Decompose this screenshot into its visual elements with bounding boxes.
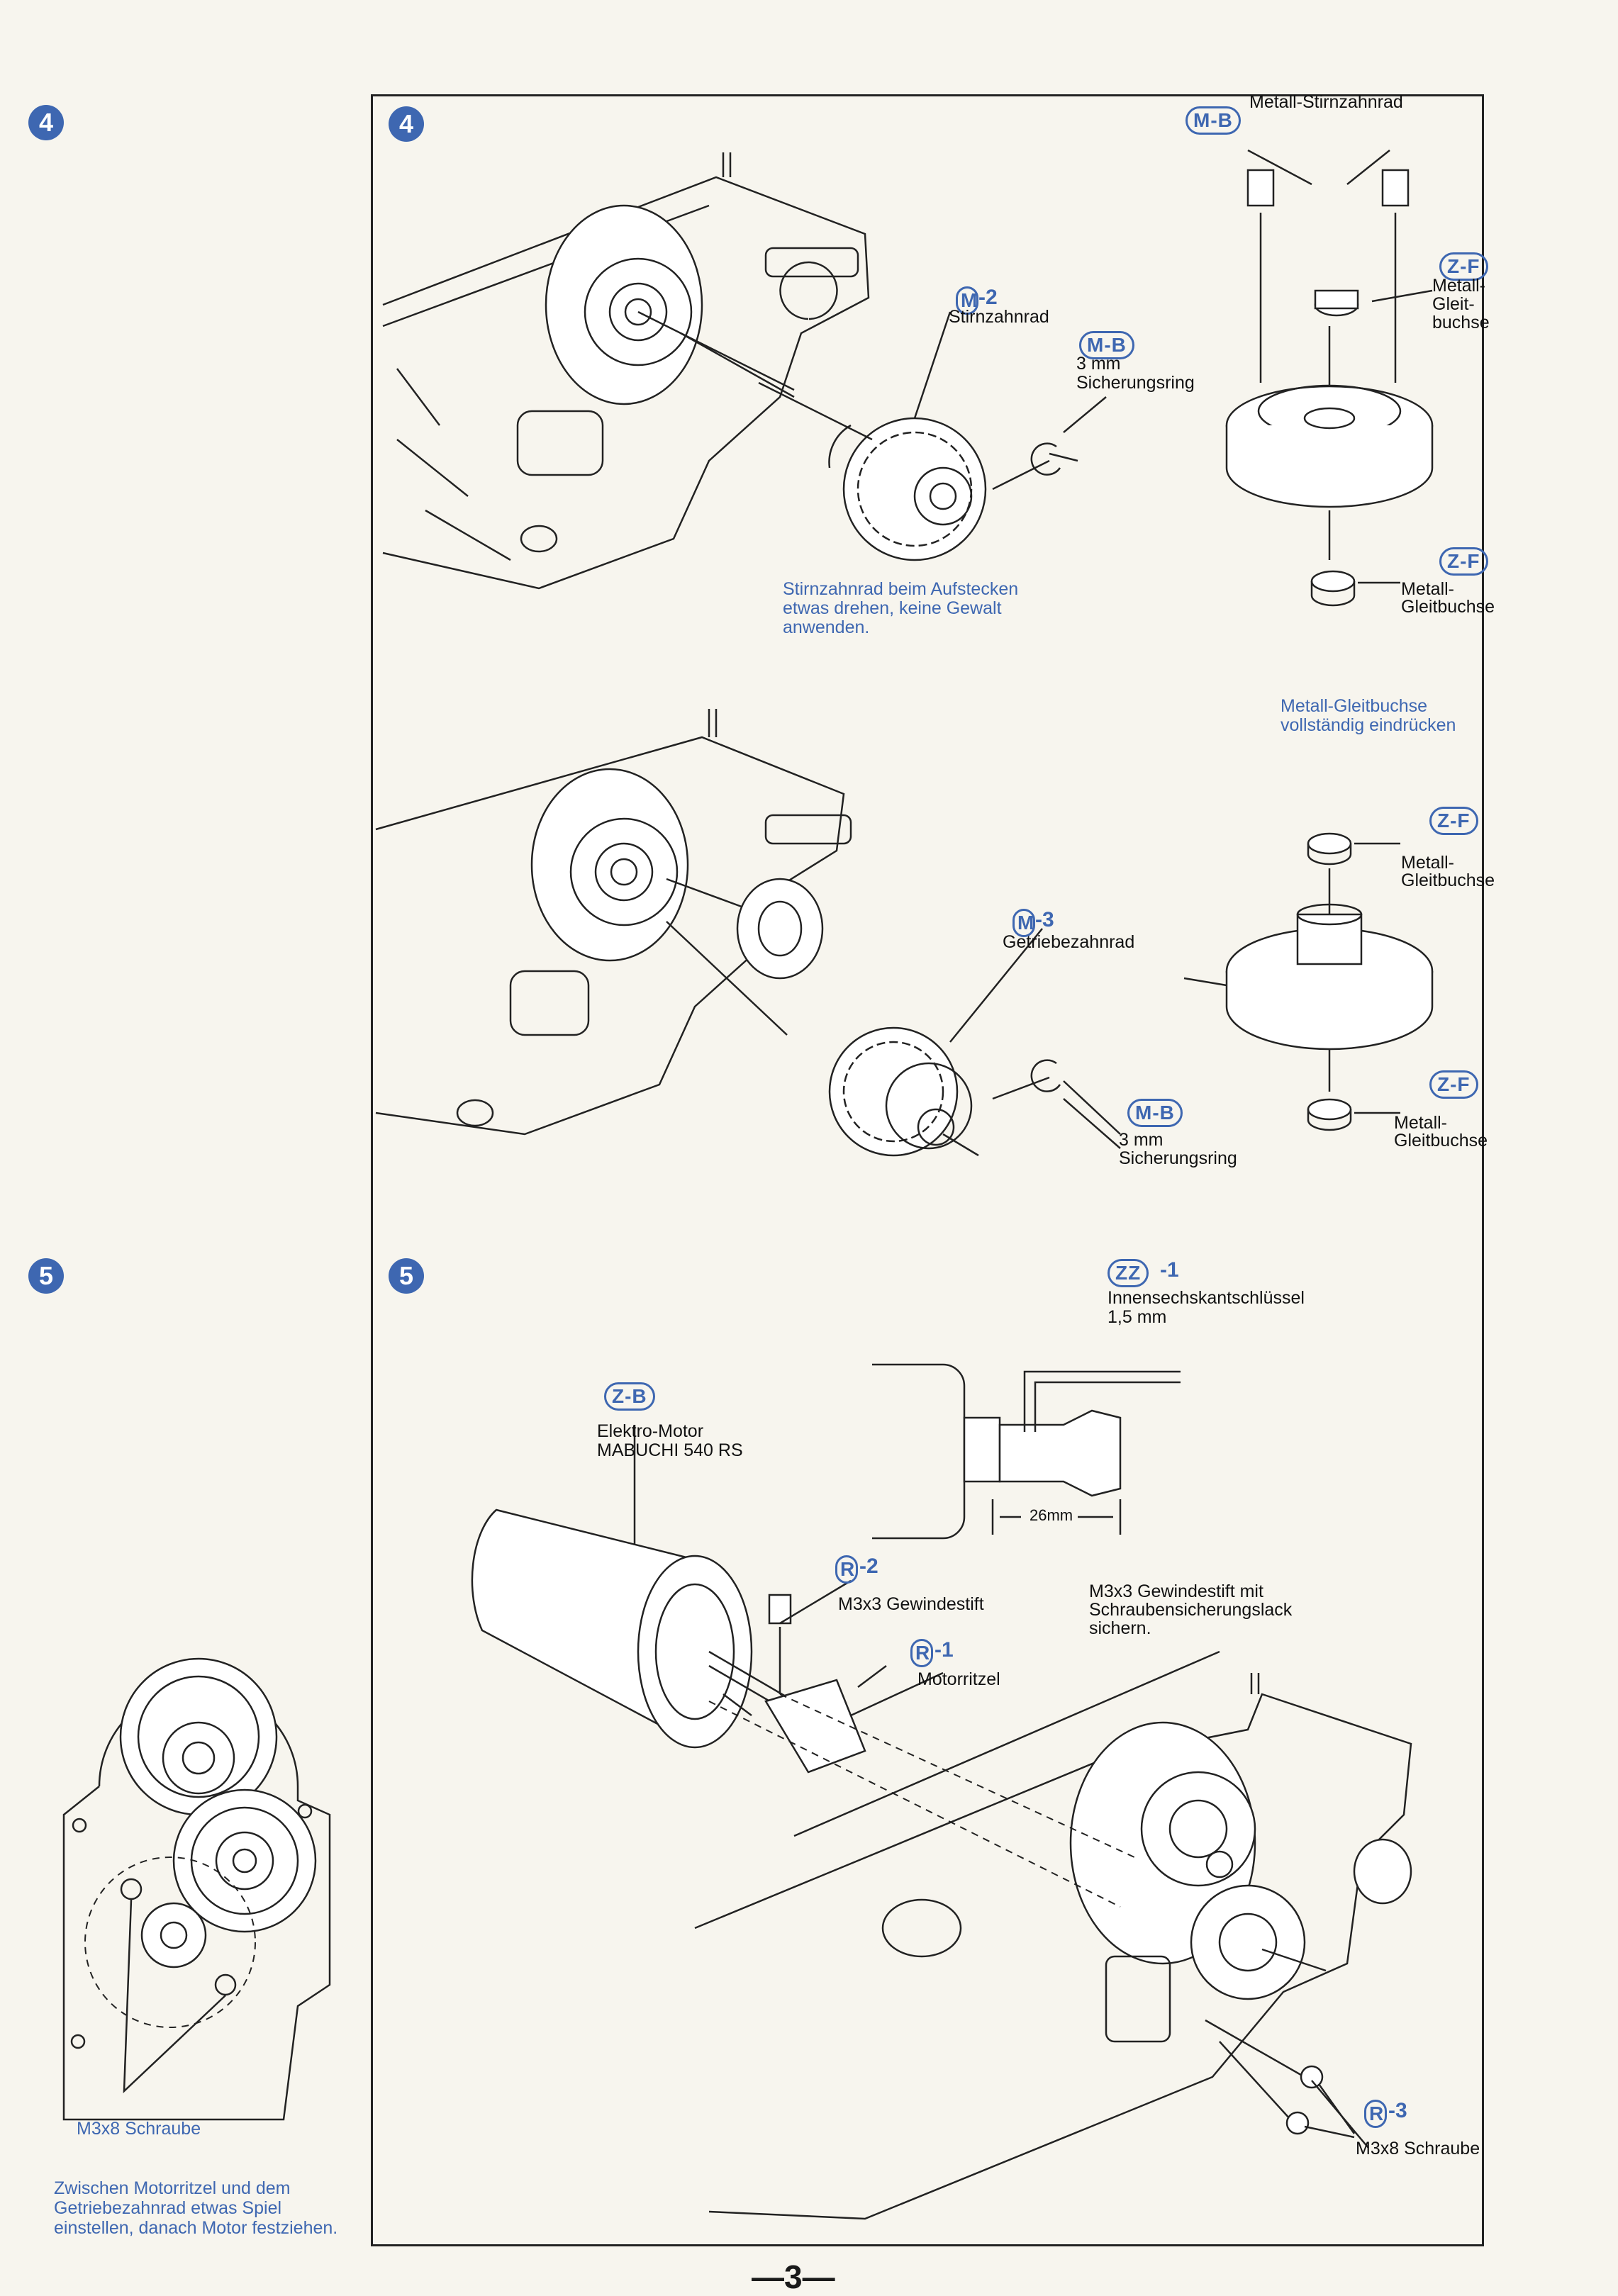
gearbox-housing-lower — [375, 709, 852, 1136]
side-gear-diagram — [62, 1657, 331, 2121]
bushing-2-label-b: Gleitbuchse — [1401, 597, 1495, 617]
bushing-1-label-b: Gleit- — [1432, 294, 1475, 314]
spur-gear-m2 — [758, 381, 1050, 561]
screw-label: M3x8 Schraube — [1356, 2139, 1480, 2158]
instruction-frame — [371, 94, 1484, 2246]
drive-gear-m3 — [828, 1026, 1050, 1157]
part-code-m3: M — [1012, 909, 1035, 937]
step-5-marker: 5 — [389, 1258, 424, 1294]
part-number-m3: -3 — [1035, 908, 1054, 931]
side-screw-label: M3x8 Schraube — [77, 2119, 201, 2139]
bushing-note-1: Metall-Gleitbuchse — [1281, 696, 1428, 716]
part-code-zz: ZZ — [1108, 1259, 1149, 1287]
circlip-label: Sicherungsring — [1076, 373, 1195, 393]
part-code-m2: M — [956, 286, 978, 315]
part-code-zf-2: Z-F — [1439, 547, 1488, 576]
spur-gear-label: Stirnzahnrad — [949, 307, 1049, 327]
bushing-4-label-a: Metall- — [1394, 1113, 1448, 1133]
side-step-4-marker: 4 — [28, 105, 64, 140]
drive-gear-exploded — [1183, 832, 1434, 1131]
part-code-zb: Z-B — [604, 1382, 655, 1411]
circlip-2-size-label: 3 mm — [1119, 1130, 1164, 1150]
metal-spur-gear-label: Metall-Stirnzahnrad — [1249, 92, 1403, 112]
motor-model-label: MABUCHI 540 RS — [597, 1440, 743, 1460]
bushing-note-2: vollständig eindrücken — [1281, 715, 1456, 735]
set-screw-note-2: Schraubensicherungslack — [1089, 1600, 1293, 1620]
bushing-3-label-a: Metall- — [1401, 853, 1455, 873]
part-code-zf-1: Z-F — [1439, 252, 1488, 281]
part-code-mb-ring: M-B — [1079, 331, 1134, 359]
set-screw-label: M3x3 Gewindestift — [838, 1594, 984, 1614]
electric-motor — [471, 1508, 887, 1774]
gearbox-housing-upper — [382, 152, 870, 590]
part-code-mb: M-B — [1127, 1099, 1183, 1127]
motor-pinion-label: Motorritzel — [917, 1669, 1000, 1689]
part-code-r3: R — [1364, 2100, 1387, 2128]
dimension-label: 26mm — [1030, 1506, 1073, 1524]
hex-key-detail — [872, 1363, 1181, 1540]
side-note: Zwischen Motorritzel und dem Getriebezah… — [54, 2178, 338, 2238]
drive-gear-label: Getriebezahnrad — [1003, 932, 1135, 952]
part-code-r2: R — [835, 1555, 858, 1584]
part-code-r1: R — [910, 1639, 933, 1667]
spur-gear-note-2: etwas drehen, keine Gewalt — [783, 598, 1002, 618]
spur-gear-note-1: Stirnzahnrad beim Aufstecken — [783, 579, 1019, 599]
part-number-r2: -2 — [859, 1555, 878, 1578]
side-step-5-marker: 5 — [28, 1258, 64, 1294]
circlip-2-label: Sicherungsring — [1119, 1148, 1237, 1168]
bushing-4-label-b: Gleitbuchse — [1394, 1131, 1488, 1150]
step-4-marker: 4 — [389, 106, 424, 142]
circlip-size-label: 3 mm — [1076, 354, 1121, 374]
page-number: —3— — [752, 2258, 835, 2295]
part-code-zf-4: Z-F — [1429, 1070, 1478, 1099]
hex-key-label: Innensechskantschlüssel — [1108, 1288, 1305, 1308]
set-screw-note-1: M3x3 Gewindestift mit — [1089, 1581, 1263, 1601]
spur-gear-note-3: anwenden. — [783, 617, 870, 637]
bushing-1-label-a: Metall- — [1432, 276, 1486, 296]
part-number-m2: -2 — [978, 286, 998, 309]
hex-key-size-label: 1,5 mm — [1108, 1307, 1167, 1327]
metal-spur-gear — [1225, 149, 1434, 607]
part-number-r1: -1 — [934, 1638, 954, 1662]
part-code-zf-3: Z-F — [1429, 807, 1478, 835]
motor-label: Elektro-Motor — [597, 1421, 704, 1441]
gearbox-housing-step5 — [694, 1650, 1412, 2220]
bushing-1-label-c: buchse — [1432, 313, 1490, 332]
set-screw-note-3: sichern. — [1089, 1618, 1151, 1638]
part-number-r3: -3 — [1388, 2099, 1407, 2122]
part-number-zz: -1 — [1160, 1258, 1179, 1282]
bushing-3-label-b: Gleitbuchse — [1401, 870, 1495, 890]
bushing-2-label-a: Metall- — [1401, 579, 1455, 599]
part-code-mb-top: M-B — [1185, 106, 1241, 135]
